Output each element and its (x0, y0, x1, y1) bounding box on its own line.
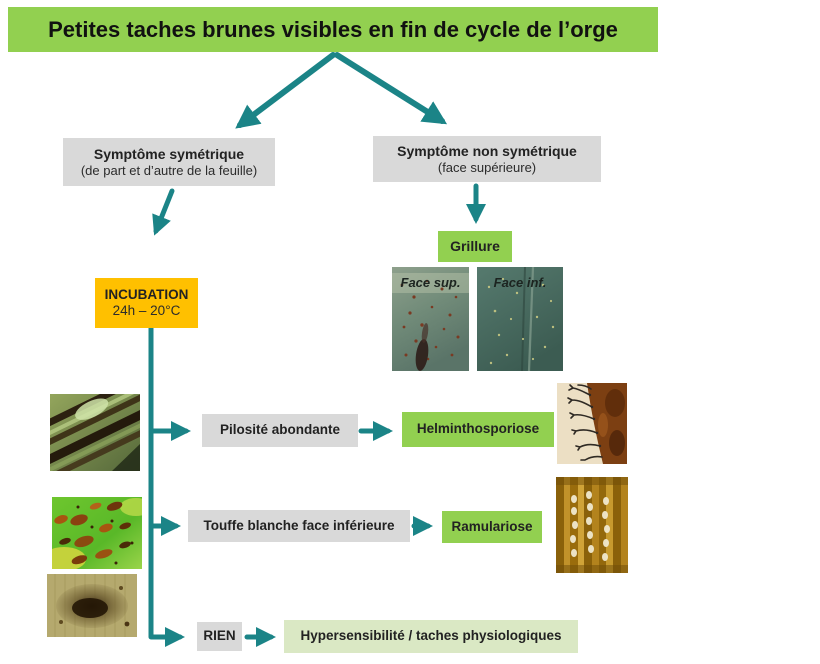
symptom-symmetric-title: Symptôme symétrique (93, 145, 245, 162)
grillure-face-sup-image (392, 267, 469, 371)
face-sup-label: Face sup. (400, 275, 461, 290)
symptom-nonsymmetric-title: Symptôme non symétrique (397, 142, 577, 159)
diagnosis-grillure-label: Grillure (450, 238, 500, 255)
grillure-face-inf-photo: Face inf. (477, 267, 563, 371)
leaf-dark-streaks-image (50, 394, 140, 471)
diagnosis-ramulariose-label: Ramulariose (451, 518, 533, 534)
condition-touffe-box: Touffe blanche face inférieure (188, 510, 410, 542)
symptom-symmetric-box: Symptôme symétrique (de part et d’autre … (63, 138, 275, 186)
diagnosis-grillure-box: Grillure (438, 231, 512, 262)
diagnosis-helminthosporiose-box: Helminthosporiose (402, 412, 554, 447)
leaf-orange-spots-photo (52, 497, 142, 569)
diagnosis-ramulariose-box: Ramulariose (442, 511, 542, 543)
condition-rien-label: RIEN (203, 628, 236, 644)
trunk-line (148, 325, 185, 647)
condition-rien-box: RIEN (197, 622, 242, 651)
page-title: Petites taches brunes visibles en fin de… (8, 7, 658, 52)
arrow-title-to-left (235, 52, 336, 129)
diagnosis-hypersensibilite-box: Hypersensibilité / taches physiologiques (284, 620, 578, 653)
leaf-dark-blotch-image (47, 574, 137, 637)
symptom-symmetric-subtitle: (de part et d’autre de la feuille) (80, 162, 258, 178)
leaf-dark-blotch-photo (47, 574, 137, 637)
condition-pilosite-label: Pilosité abondante (219, 422, 341, 438)
pilosity-closeup-image (557, 383, 627, 464)
grillure-face-inf-image (477, 267, 563, 371)
incubation-box: INCUBATION 24h – 20°C (95, 278, 198, 328)
grillure-face-sup-photo: Face sup. (392, 267, 469, 371)
symptom-nonsymmetric-subtitle: (face supérieure) (437, 159, 537, 175)
face-inf-label: Face inf. (493, 275, 547, 290)
condition-pilosite-box: Pilosité abondante (202, 414, 358, 447)
incubation-title: INCUBATION (104, 286, 189, 302)
symptom-nonsymmetric-box: Symptôme non symétrique (face supérieure… (373, 136, 601, 182)
arrow-title-to-right (334, 52, 448, 125)
diagnosis-helminthosporiose-label: Helminthosporiose (416, 421, 540, 437)
leaf-dark-streaks-photo (50, 394, 140, 471)
condition-touffe-label: Touffe blanche face inférieure (203, 517, 395, 533)
white-tufts-closeup-image (556, 477, 628, 573)
arrow-left-to-incubation (152, 188, 175, 236)
leaf-orange-spots-image (52, 497, 142, 569)
white-tufts-closeup-photo (556, 477, 628, 573)
pilosity-closeup-photo (557, 383, 627, 464)
diagnosis-hypersensibilite-label: Hypersensibilité / taches physiologiques (300, 628, 562, 644)
incubation-duration: 24h – 20°C (112, 303, 181, 318)
